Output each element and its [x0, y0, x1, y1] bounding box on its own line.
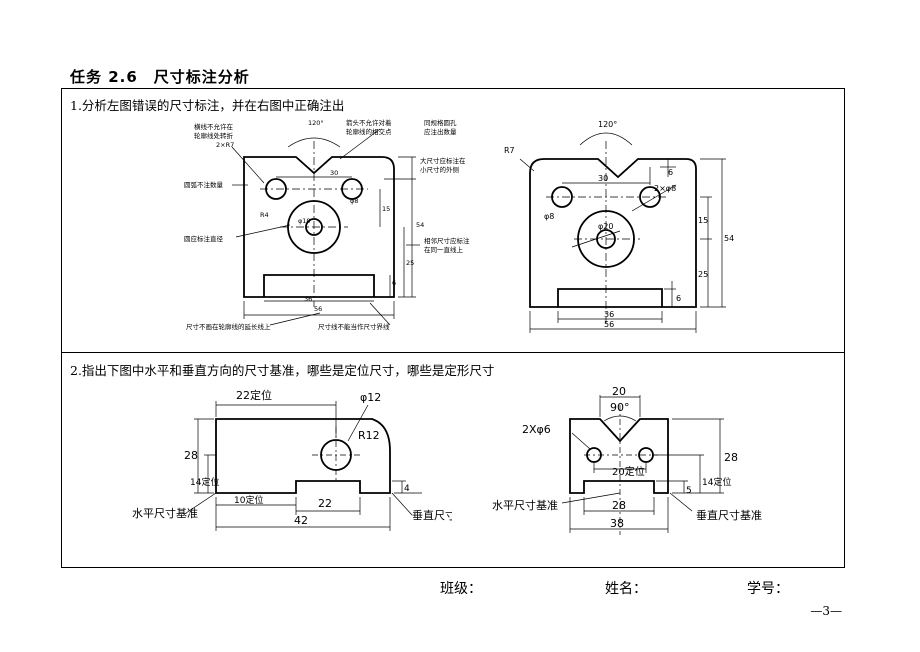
dim-28-v: 28	[724, 451, 738, 464]
note-not-ext: 尺寸不画在轮廓线的延长线上	[186, 322, 271, 331]
note-hole-1: 同规格圆孔	[424, 118, 457, 127]
student-id-label: 学号：	[747, 581, 789, 597]
note-large-2: 小尺寸的外侧	[420, 165, 459, 174]
dim-25: 25	[406, 259, 414, 267]
dim-r7: R7	[504, 146, 515, 155]
dim-28-h: 28	[612, 499, 626, 512]
dim-22-pos: 22定位	[236, 388, 272, 402]
note-hole-2: 应注出数量	[424, 127, 457, 136]
note-arrow-2: 轮廓线的相交点	[346, 127, 392, 136]
page-number: —3—	[810, 604, 842, 618]
dim-6: 6	[392, 279, 396, 287]
note-diameter: 圆应标注直径	[184, 234, 224, 243]
label-horizontal-base: 水平尺寸基准	[492, 498, 558, 512]
dim-90: 90°	[610, 401, 630, 414]
dim-d8: φ8	[544, 212, 554, 221]
dim-15: 15	[382, 205, 390, 213]
dim-30: 30	[330, 169, 338, 177]
figure-1-left: 120° 36 56 30 54 25 15 6 R4 φ10 φ8 横线不允许…	[184, 118, 470, 331]
dim-angle: 120°	[308, 119, 324, 127]
figure-2-right: 20 90° 2Xφ6 28 20定位 14定位 5 28 38 水平尺寸基准 …	[492, 385, 762, 535]
figure-1-right: 120° R7 30 6 2×φ8 φ8 φ20 15 54 25 6 36 5…	[504, 120, 734, 333]
figure-2-left: 22定位 φ12 R12 28 14定位 4 10定位 22 42 水平尺寸基准…	[132, 388, 452, 531]
section-divider	[62, 352, 844, 353]
page-title: 任务 2.6 尺寸标注分析	[70, 68, 250, 86]
dim-54: 54	[724, 234, 734, 243]
dim-28: 28	[184, 449, 198, 462]
dim-5: 5	[686, 486, 692, 496]
label-vertical-base: 垂直尺寸基准	[412, 508, 452, 522]
dim-20-pos: 20定位	[612, 465, 645, 478]
dim-20: 20	[612, 385, 626, 398]
dim-6-top: 6	[668, 168, 673, 177]
note-adjacent-1: 相邻尺寸应标注	[424, 236, 470, 245]
dim-14-pos: 14定位	[702, 476, 731, 488]
note-cut-2: 轮廓线处转折	[194, 131, 234, 140]
class-label: 班级：	[440, 581, 482, 597]
note-r7: 2×R7	[216, 141, 234, 149]
question-1: 1.分析左图错误的尺寸标注，并在右图中正确注出	[70, 98, 345, 113]
dim-d10: φ10	[298, 217, 311, 225]
dim-36: 36	[304, 295, 312, 303]
dim-2d8: 2×φ8	[654, 184, 676, 193]
dim-r12: R12	[358, 429, 380, 442]
dim-d20: φ20	[598, 222, 613, 231]
dim-r4: R4	[260, 211, 269, 219]
dim-30: 30	[598, 174, 608, 183]
dim-4: 4	[404, 484, 410, 494]
label-vertical-base: 垂直尺寸基准	[696, 508, 762, 522]
dim-14-pos: 14定位	[190, 476, 219, 488]
dim-54: 54	[416, 221, 424, 229]
name-label: 姓名：	[605, 581, 647, 597]
dim-42: 42	[294, 514, 308, 527]
dim-56: 56	[604, 320, 614, 329]
note-cut-1: 横线不允许在	[194, 122, 234, 131]
note-adjacent-2: 在同一直线上	[424, 245, 464, 254]
dim-22: 22	[318, 497, 332, 510]
dim-2d6: 2Xφ6	[522, 423, 551, 436]
dim-d8: φ8	[350, 197, 358, 205]
note-round: 圆弧不注数量	[184, 180, 224, 189]
label-horizontal-base: 水平尺寸基准	[132, 506, 198, 520]
note-arrow-1: 箭头不允许对着	[346, 118, 392, 127]
dim-25: 25	[698, 270, 708, 279]
dim-d12: φ12	[360, 391, 381, 404]
dim-10-pos: 10定位	[234, 494, 263, 506]
question-2: 2.指出下图中水平和垂直方向的尺寸基准，哪些是定位尺寸，哪些是定形尺寸	[70, 363, 495, 378]
dim-56: 56	[314, 305, 322, 313]
dim-36: 36	[604, 310, 614, 319]
dim-angle: 120°	[598, 120, 617, 129]
exercise-frame: 1.分析左图错误的尺寸标注，并在右图中正确注出 2.指出下图中水平和垂直方向的尺…	[61, 88, 845, 568]
dim-15: 15	[698, 216, 708, 225]
dim-38: 38	[610, 517, 624, 530]
note-large-1: 大尺寸应标注在	[420, 156, 466, 165]
note-not-size: 尺寸线不能当作尺寸界线	[318, 322, 390, 331]
dim-6-bottom: 6	[676, 294, 681, 303]
